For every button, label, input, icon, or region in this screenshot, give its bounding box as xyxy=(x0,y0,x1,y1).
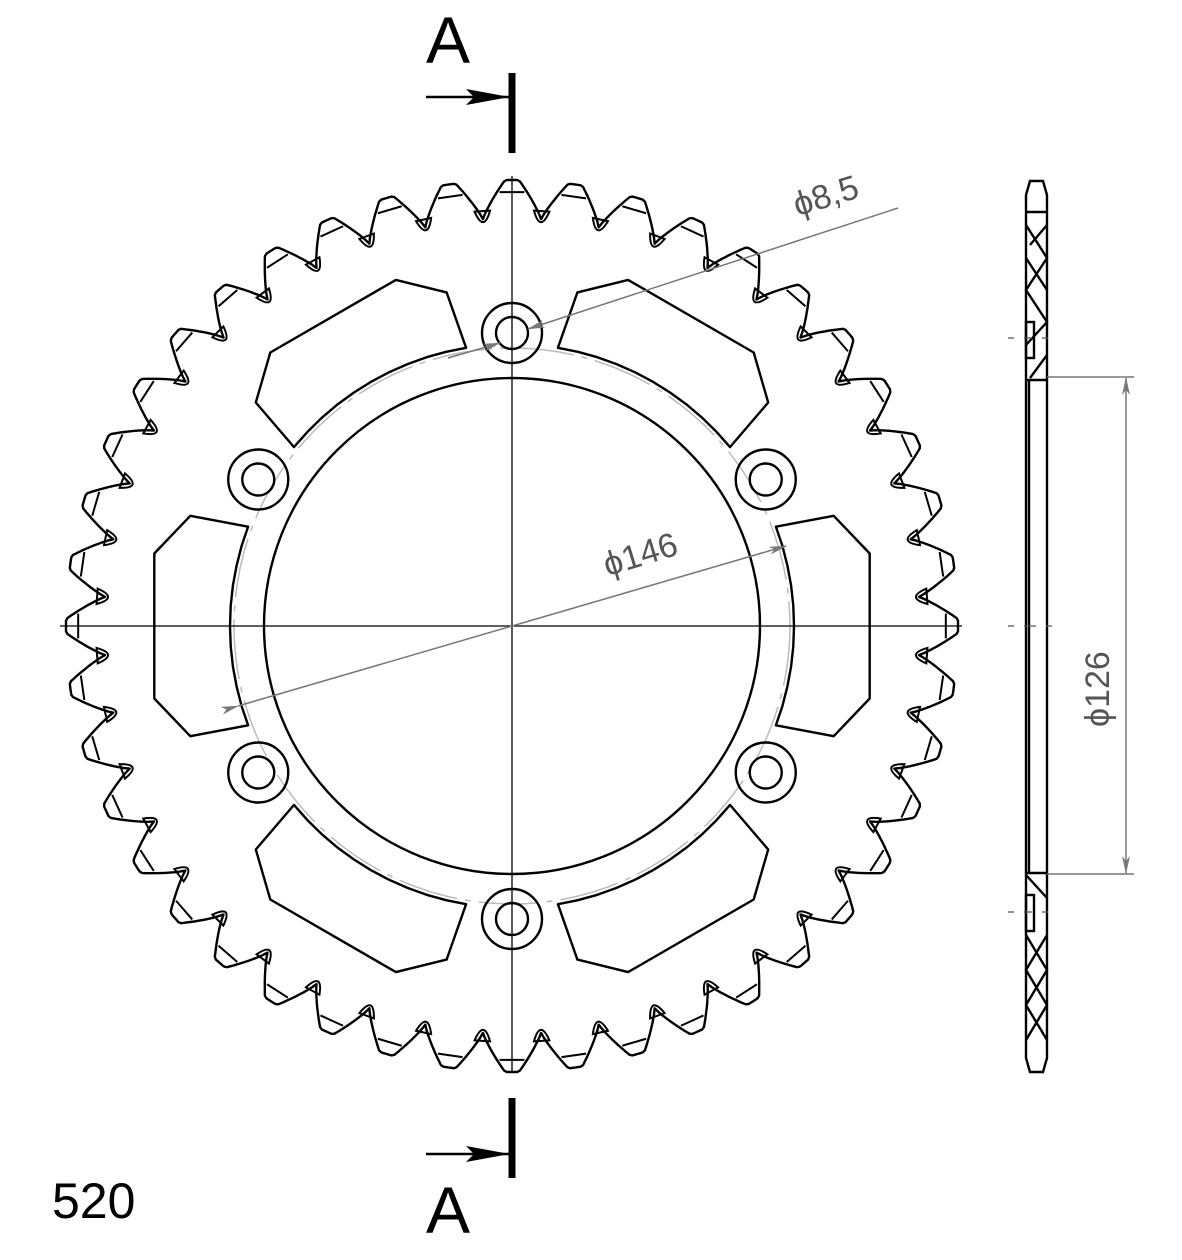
dimension-line-8-5-b xyxy=(527,207,899,330)
dimension-line-146 xyxy=(220,545,787,715)
section-label-top: A xyxy=(426,3,471,77)
sprocket-teeth-outline xyxy=(64,178,960,1074)
dimension-line-8-5-a xyxy=(447,342,501,359)
cutout xyxy=(556,803,770,974)
tooth-chamfer-marks xyxy=(77,191,947,1061)
cutout xyxy=(254,278,468,449)
bolt-hole xyxy=(227,448,290,511)
bolt-hole xyxy=(734,741,797,804)
chain-size-label: 520 xyxy=(52,1173,136,1229)
bolt-hole xyxy=(748,462,783,497)
bolt-hole xyxy=(227,741,290,804)
cutout xyxy=(254,803,468,974)
dimension-label-bore: ϕ126 xyxy=(1079,651,1117,727)
bolt-hole xyxy=(734,448,797,511)
bolt-hole xyxy=(241,755,276,790)
bolt-hole xyxy=(748,755,783,790)
section-label-bottom: A xyxy=(426,1173,471,1247)
bolt-hole xyxy=(241,462,276,497)
cutout xyxy=(556,278,770,449)
